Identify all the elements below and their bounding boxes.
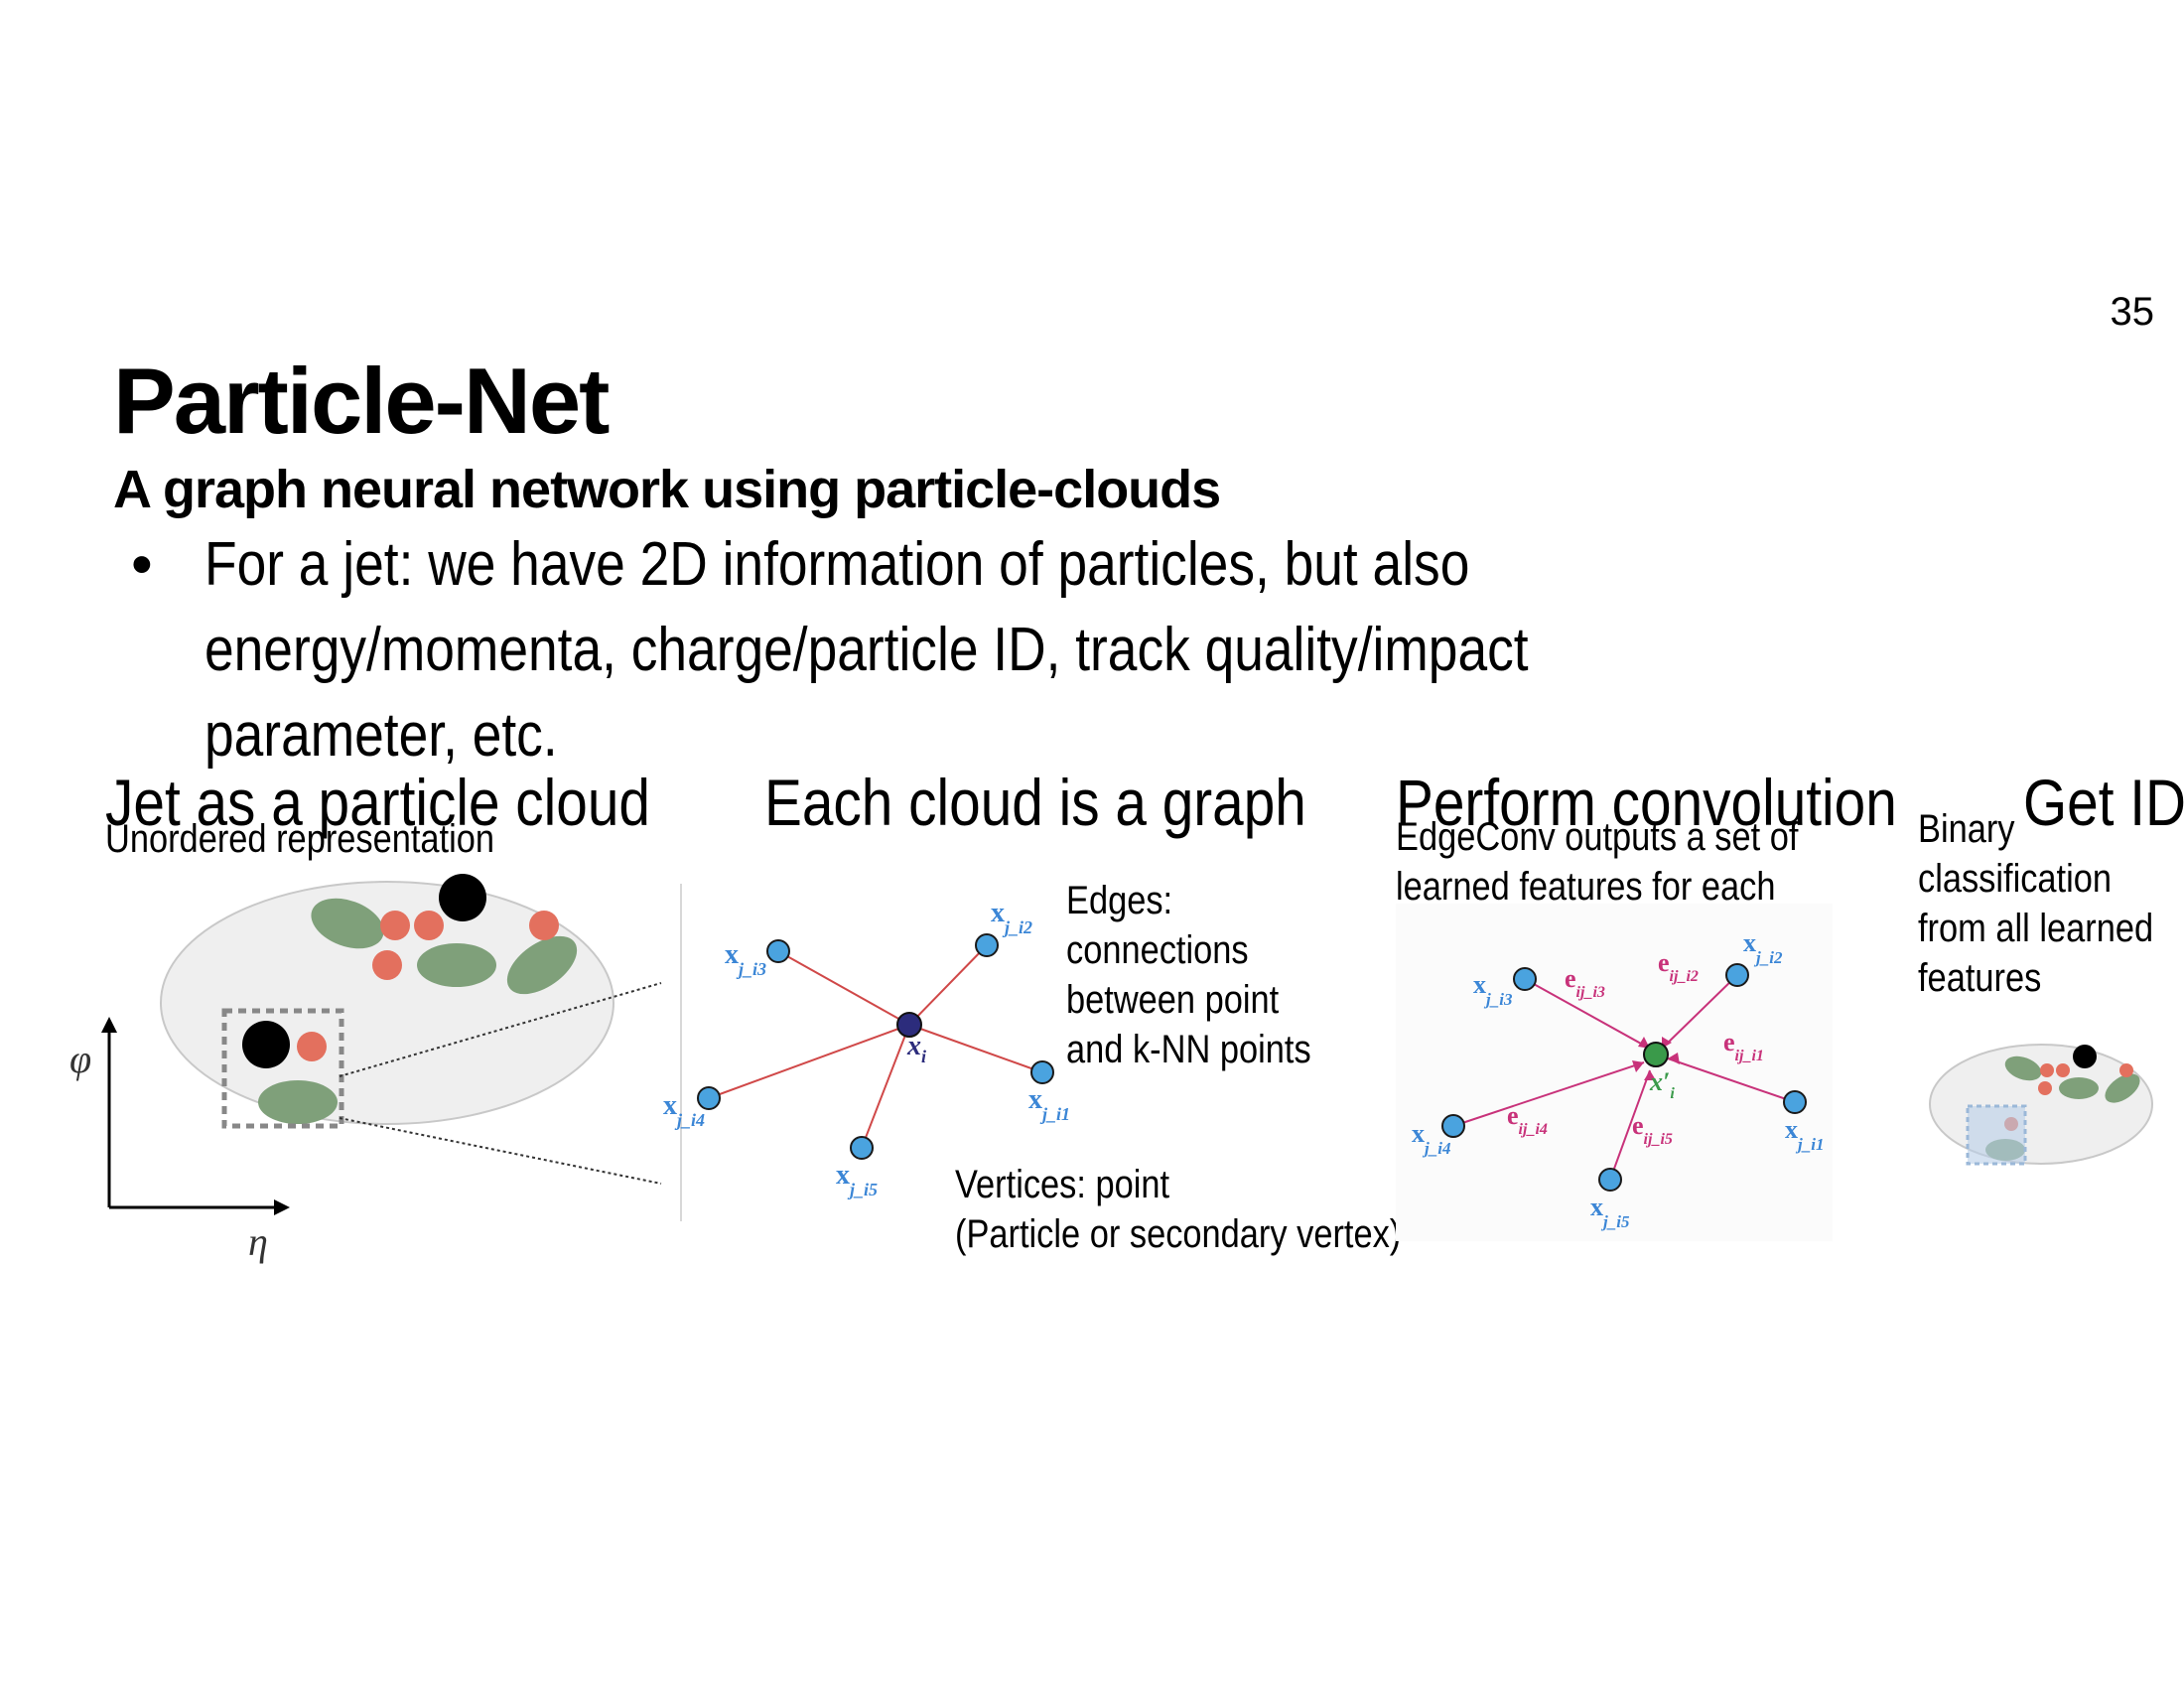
particle-red — [414, 911, 444, 940]
graph-neighbor-node — [766, 939, 790, 963]
edges-annotation-line: between point — [1066, 978, 1280, 1022]
vertices-annotation: Vertices: point (Particle or secondary v… — [955, 1160, 1401, 1259]
id-caption-line: features — [1918, 956, 2042, 1000]
cloud-caption: Unordered representation — [105, 817, 495, 861]
particle-green — [2059, 1077, 2099, 1099]
neighbor-label: xj_i2 — [991, 898, 1032, 937]
graph-neighbor-node — [975, 933, 999, 957]
section-heading-id: Get ID — [2023, 766, 2184, 839]
particle-green — [506, 935, 578, 995]
slide-subtitle: A graph neural network using particle-cl… — [113, 460, 1221, 519]
edgeconv-neighbor-node — [1441, 1114, 1465, 1138]
edgeconv-center-node — [1643, 1042, 1669, 1067]
neighbor-label: xj_i5 — [836, 1160, 878, 1199]
zoom-line — [339, 1117, 662, 1185]
edgeconv-edge — [1524, 978, 1651, 1050]
particle-black — [2073, 1045, 2097, 1068]
center-node-label: xi — [906, 1031, 926, 1066]
eta-axis-arrow — [274, 1199, 290, 1215]
particle-red — [380, 911, 410, 940]
particle-black — [242, 1021, 290, 1068]
id-cloud-ellipse — [1929, 1044, 2153, 1165]
particle-red — [372, 950, 402, 980]
vertices-annotation-line: (Particle or secondary vertex) — [955, 1212, 1402, 1256]
edge-arrowhead — [1644, 1070, 1656, 1080]
particle-red — [297, 1032, 327, 1061]
particle-red — [529, 911, 559, 940]
graph-edge — [908, 1024, 1043, 1073]
id-caption: Binary classification from all learned f… — [1918, 804, 2153, 1003]
particle-cloud-figure: φ η — [69, 874, 682, 1264]
id-caption-line: classification — [1918, 857, 2113, 901]
zoom-line — [339, 982, 662, 1077]
edgeconv-edge — [1609, 1069, 1651, 1181]
edgeconv-figure: x′i xj_i3 xj_i2 xj_i1 xj_i4 xj_i5 eij_i3… — [1396, 904, 1833, 1241]
edgeconv-edge — [1452, 1061, 1645, 1127]
particle-red — [2038, 1081, 2052, 1095]
particle-green — [258, 1080, 338, 1124]
edges-annotation-line: and k-NN points — [1066, 1028, 1311, 1071]
edgeconv-neighbor-node — [1783, 1090, 1807, 1114]
slide-title: Particle-Net — [113, 349, 610, 453]
bullet-text: For a jet: we have 2D information of par… — [205, 530, 1529, 770]
vertices-annotation-line: Vertices: point — [955, 1163, 1170, 1206]
edgeconv-neighbor-node — [1725, 963, 1749, 987]
convolution-caption-line: EdgeConv outputs a set of — [1396, 815, 1799, 859]
graph-edge — [908, 944, 988, 1026]
edge-arrowhead — [1668, 1053, 1680, 1064]
graph-neighbor-node — [850, 1136, 874, 1160]
particle-green — [311, 898, 384, 949]
bullet-marker: • — [131, 530, 153, 599]
particle-green — [417, 943, 496, 987]
neighbor-label: xj_i1 — [1028, 1084, 1070, 1124]
phi-label: φ — [69, 1037, 91, 1081]
graph-neighbor-node — [1030, 1060, 1054, 1084]
neighbor-label: xj_i3 — [725, 939, 766, 979]
edgeconv-neighbor-node — [1598, 1168, 1622, 1192]
edges-annotation-line: connections — [1066, 928, 1249, 972]
particle-red — [2056, 1063, 2070, 1077]
section-heading-graph: Each cloud is a graph — [764, 766, 1306, 839]
graph-edge — [861, 1024, 910, 1149]
edgeconv-center-label: x′i — [1649, 1067, 1675, 1102]
graph-center-node — [896, 1012, 922, 1038]
graph-edge — [708, 1024, 910, 1099]
section-heading-cloud: Jet as a particle cloud — [105, 766, 650, 839]
convolution-caption-line: learned features for each — [1396, 865, 1776, 909]
knn-graph-figure: xi xj_i3 xj_i2 xj_i1 xj_i4 xj_i5 — [663, 898, 1070, 1199]
zoom-box — [221, 1008, 344, 1129]
graph-edge — [777, 950, 910, 1026]
particle-green — [2105, 1073, 2140, 1103]
phi-axis-arrow — [101, 1017, 117, 1033]
particle-red — [2119, 1063, 2133, 1077]
graph-neighbor-node — [697, 1086, 721, 1110]
edges-annotation: Edges: connections between point and k-N… — [1066, 876, 1311, 1074]
eta-label: η — [248, 1219, 268, 1264]
edges-annotation-line: Edges: — [1066, 879, 1173, 922]
id-caption-line: Binary — [1918, 807, 2015, 851]
particle-black — [439, 874, 486, 921]
edge-arrowhead — [1632, 1060, 1644, 1072]
edgeconv-neighbor-node — [1513, 967, 1537, 991]
edgeconv-edge — [1667, 1057, 1796, 1103]
edgeconv-edge — [1661, 974, 1738, 1050]
id-cloud-figure — [1929, 1044, 2153, 1166]
section-heading-convolution: Perform convolution — [1396, 766, 1897, 839]
slide-number: 35 — [2110, 290, 2155, 334]
particle-red — [2040, 1063, 2054, 1077]
id-caption-line: from all learned — [1918, 907, 2154, 950]
particle-green — [2004, 1055, 2042, 1081]
id-zoom-box — [1966, 1104, 2027, 1166]
